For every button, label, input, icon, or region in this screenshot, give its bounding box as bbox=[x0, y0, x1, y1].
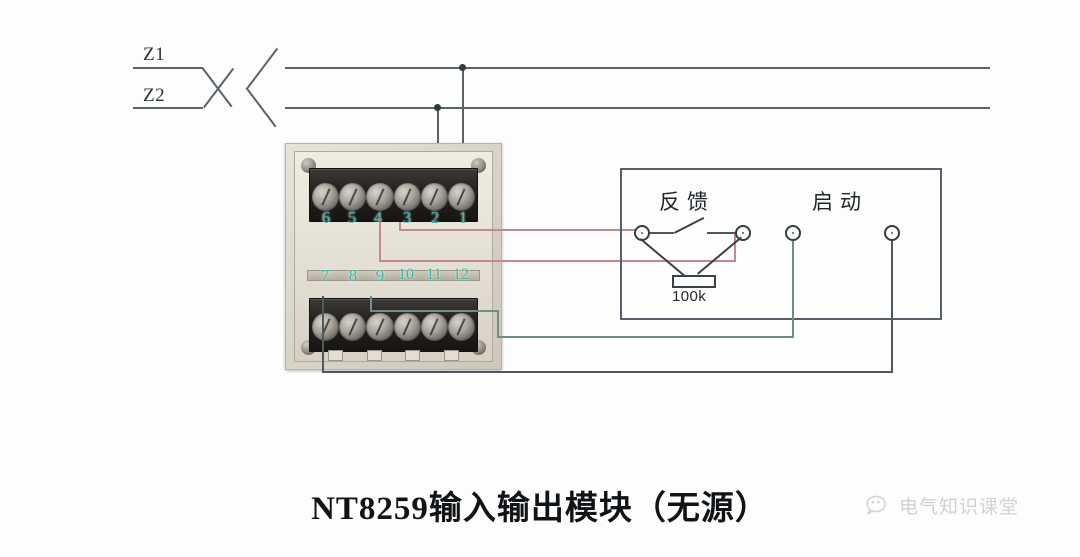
terminal-tab bbox=[405, 350, 421, 361]
terminal-number-5: 5 bbox=[347, 208, 357, 227]
terminal-number-6: 6 bbox=[321, 208, 331, 227]
terminal-number-9: 9 bbox=[375, 266, 385, 285]
terminal-screw-2[interactable] bbox=[420, 183, 448, 211]
nt8259-module-photo bbox=[285, 143, 502, 370]
end-of-line-resistor bbox=[672, 275, 716, 288]
start-terminal-left[interactable] bbox=[785, 225, 801, 241]
terminal-tab bbox=[444, 350, 460, 361]
module-inner-frame bbox=[294, 151, 493, 362]
terminal-number-11: 11 bbox=[426, 266, 442, 283]
terminal-number-10: 10 bbox=[398, 266, 414, 283]
bus-label-z1: Z1 bbox=[143, 44, 166, 65]
terminal-number-2: 2 bbox=[430, 208, 440, 227]
wire-terminal-4-to-feedback-right bbox=[734, 232, 736, 262]
wire-terminal-4-run bbox=[379, 260, 736, 262]
module-mid-plate bbox=[307, 270, 480, 281]
wire-start-left-drop bbox=[792, 241, 794, 337]
wire-start-left-to-terminal-9 bbox=[497, 311, 499, 338]
terminal-number-7: 7 bbox=[320, 266, 330, 285]
wire-terminal-7-drop bbox=[322, 296, 324, 373]
junction-dot-z1 bbox=[459, 64, 466, 71]
bus-crossover-segment-3 bbox=[247, 47, 279, 89]
wire-terminal-4-drop bbox=[379, 222, 381, 262]
feedback-contact-right-lead bbox=[707, 232, 735, 234]
bus-z1-right-segment bbox=[285, 67, 990, 69]
bus-label-z2: Z2 bbox=[143, 85, 166, 106]
bus-drop-to-terminal-1 bbox=[462, 67, 464, 162]
terminal-screw-11[interactable] bbox=[420, 313, 448, 341]
terminal-tab-row bbox=[316, 350, 471, 361]
wechat-icon bbox=[866, 495, 886, 514]
junction-dot-z2 bbox=[434, 104, 441, 111]
terminal-tab bbox=[366, 350, 382, 361]
page-title: NT8259输入输出模块（无源） bbox=[311, 491, 769, 527]
terminal-screw-6[interactable] bbox=[312, 183, 340, 211]
field-device-panel bbox=[620, 168, 942, 320]
terminal-screw-3[interactable] bbox=[393, 183, 421, 211]
terminal-screws-top bbox=[312, 183, 476, 213]
wire-start-right-drop bbox=[891, 241, 893, 372]
wire-terminal-3-to-feedback-left bbox=[399, 229, 642, 231]
terminal-number-3: 3 bbox=[402, 208, 412, 227]
wire-terminal-3-stub bbox=[399, 222, 401, 230]
resistor-label: 100k bbox=[672, 288, 707, 305]
wire-terminal-9-stub bbox=[370, 296, 372, 312]
terminal-screw-8[interactable] bbox=[339, 313, 367, 341]
terminal-screws-bottom bbox=[312, 313, 476, 343]
bus-z2-left-segment bbox=[133, 107, 203, 109]
wire-start-right-run bbox=[322, 371, 893, 373]
bus-drop-to-terminal-2 bbox=[437, 107, 439, 162]
start-label: 启动 bbox=[812, 190, 868, 214]
terminal-block-bottom bbox=[309, 298, 478, 361]
wire-terminal-9-run bbox=[370, 310, 499, 312]
terminal-screw-5[interactable] bbox=[339, 183, 367, 211]
bus-z2-right-segment bbox=[285, 107, 990, 109]
terminal-number-1: 1 bbox=[458, 208, 468, 227]
terminal-screw-4[interactable] bbox=[366, 183, 394, 211]
bus-crossover-segment-4 bbox=[245, 87, 277, 128]
terminal-screw-10[interactable] bbox=[393, 313, 421, 341]
terminal-number-4: 4 bbox=[373, 208, 383, 227]
start-terminal-right[interactable] bbox=[884, 225, 900, 241]
bus-z1-left-segment bbox=[133, 67, 203, 69]
terminal-block-top bbox=[309, 168, 478, 222]
terminal-screw-12[interactable] bbox=[447, 313, 476, 341]
terminal-tab bbox=[327, 350, 343, 361]
feedback-label: 反馈 bbox=[659, 190, 715, 214]
watermark: 电气知识课堂 bbox=[866, 492, 1019, 519]
terminal-number-12: 12 bbox=[453, 266, 469, 283]
terminal-screw-9[interactable] bbox=[366, 313, 394, 341]
wire-start-left-run bbox=[497, 336, 794, 338]
terminal-screw-1[interactable] bbox=[447, 183, 476, 211]
terminal-number-8: 8 bbox=[348, 266, 358, 285]
watermark-text: 电气知识课堂 bbox=[899, 497, 1020, 518]
terminal-screw-7[interactable] bbox=[312, 313, 340, 341]
feedback-contact-left-lead bbox=[650, 232, 674, 234]
